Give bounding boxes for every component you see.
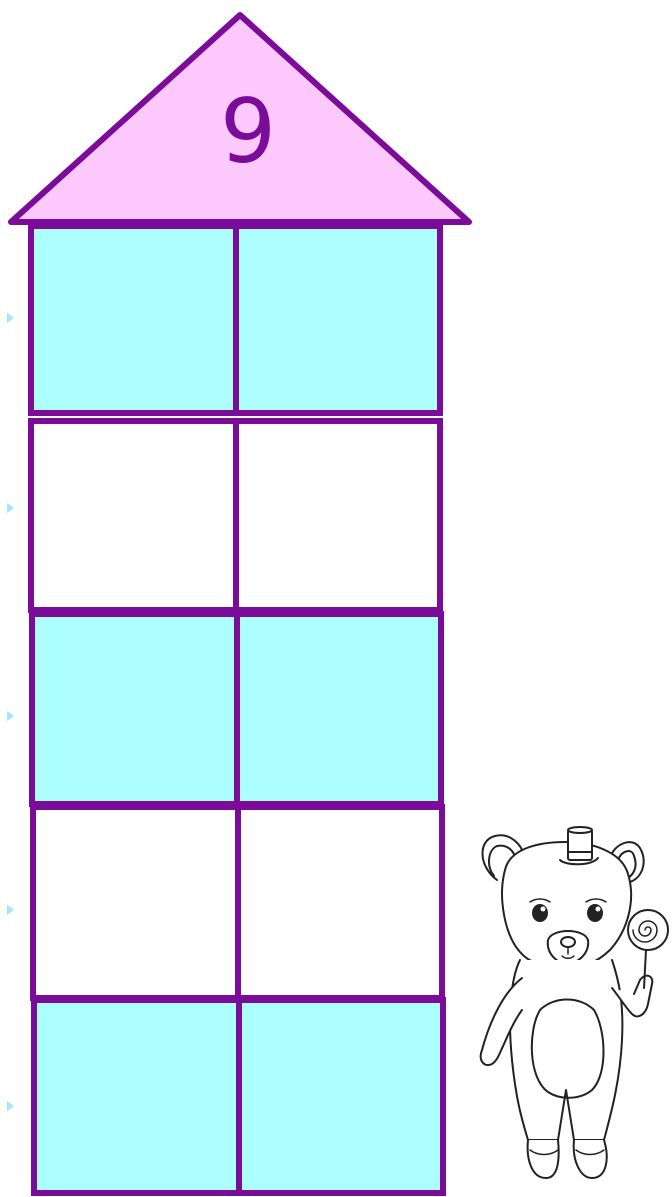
house-cell-row4-col1[interactable] <box>33 807 238 998</box>
teddy-bear-icon <box>481 827 668 1178</box>
bear-eye-right-icon <box>587 904 603 922</box>
house-cell-row5-col1[interactable] <box>34 1000 239 1193</box>
house-cell-row3-col2[interactable] <box>237 614 441 804</box>
house-cell-row4-col2[interactable] <box>238 807 442 998</box>
house-cell-row1-col1[interactable] <box>31 226 236 413</box>
side-marker-arrow-icon <box>7 313 14 323</box>
side-marker-arrow-icon <box>7 503 14 513</box>
house-body <box>31 226 443 1193</box>
roof-number: 9 <box>220 80 276 183</box>
house-cell-row5-col2[interactable] <box>239 1000 443 1193</box>
house-roof: 9 <box>11 15 469 222</box>
house-cell-row3-col1[interactable] <box>32 614 237 804</box>
house-cell-row2-col1[interactable] <box>31 421 236 610</box>
side-marker-arrow-icon <box>7 905 14 915</box>
side-markers <box>7 313 14 1111</box>
bear-eye-left-icon <box>532 904 548 922</box>
house-cell-row1-col2[interactable] <box>236 226 440 413</box>
house-cell-row2-col2[interactable] <box>236 421 440 610</box>
side-marker-arrow-icon <box>7 1101 14 1111</box>
bear-nose-icon <box>561 937 575 947</box>
bear-body-icon <box>510 960 622 1140</box>
side-marker-arrow-icon <box>7 711 14 721</box>
